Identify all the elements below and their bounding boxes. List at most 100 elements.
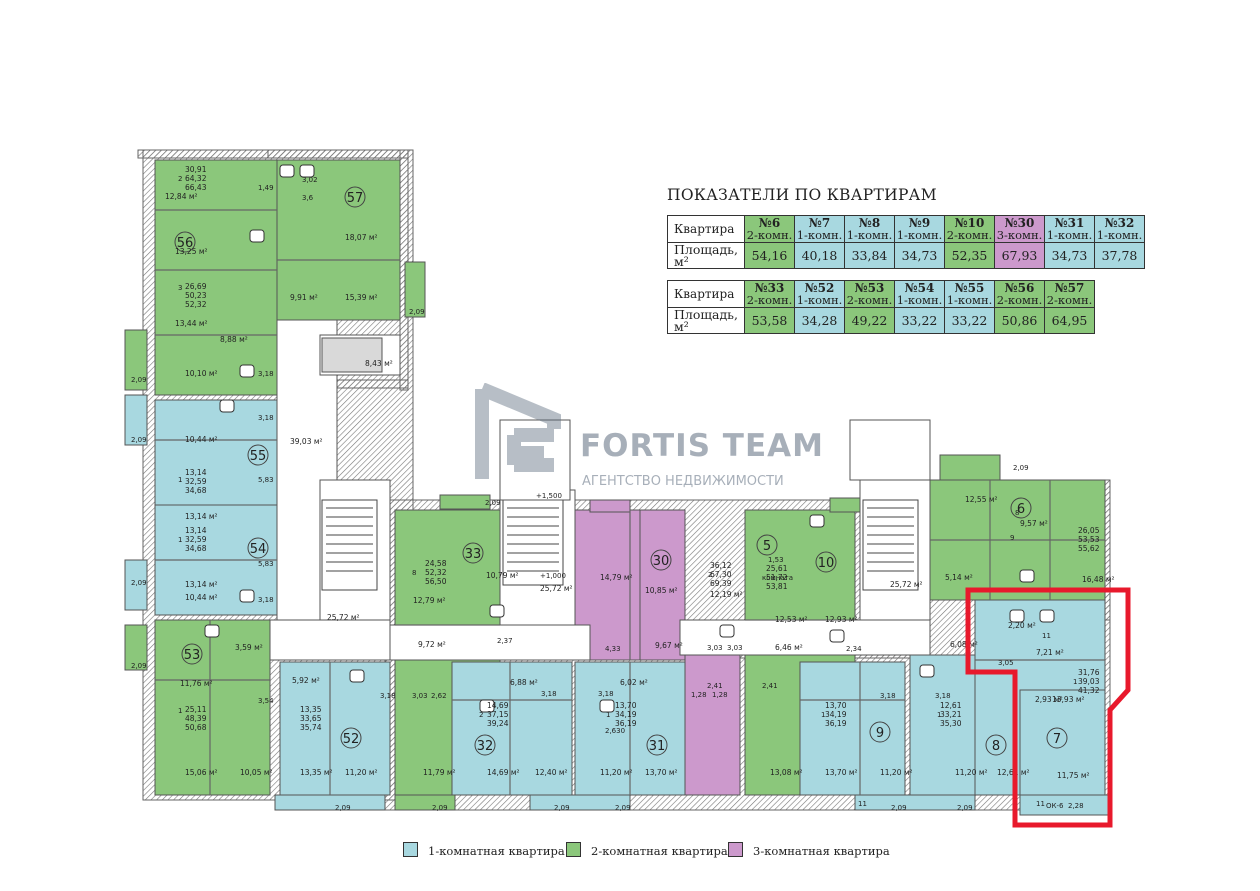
table-cell-area: 34,73 (1044, 242, 1095, 269)
table-cell-area: 33,22 (894, 307, 945, 334)
dimension-label: 11 (858, 800, 867, 808)
dimension-label: 1 (821, 711, 825, 719)
table-cell-area: 33,22 (944, 307, 995, 334)
room-area-label: 12,79 м² (413, 596, 446, 605)
dimension-label: 1 (1073, 678, 1077, 686)
apartment-zone (154, 334, 278, 396)
room-area-label: 12,93 м² (825, 615, 858, 624)
room-area-label: 13,25 м² (175, 247, 208, 256)
room-area-label: 25,72 м² (890, 580, 923, 589)
balcony (124, 624, 148, 671)
room-area-label: 3,59 м² (235, 643, 263, 652)
apartment-number: №7 (808, 216, 831, 230)
table-cell-area: 33,84 (844, 242, 895, 269)
room-area-label: 5,14 м² (945, 573, 973, 582)
room-area-label: 13,70 (615, 701, 637, 710)
room-area-label: 55,62 (1078, 544, 1100, 553)
dimension-label: 1 (937, 711, 941, 719)
table-cell-area: 67,93 (994, 242, 1045, 269)
room-area-label: 9,57 м² (1020, 519, 1048, 528)
room-area-label: 12,84 м² (165, 192, 198, 201)
storage-room (321, 337, 383, 373)
room-area-label: 11,76 м² (180, 679, 213, 688)
table-cell-area: 49,22 (844, 307, 895, 334)
room-count: 1-комн. (1046, 228, 1093, 242)
legend-swatch-two-room (566, 842, 581, 857)
room-area-label: 10,44 м² (185, 593, 218, 602)
legend-three-room: 3-комнатная квартира (728, 842, 890, 858)
table-header-area: Площадь, м² (667, 307, 745, 334)
room-count: 1-комн. (796, 293, 843, 307)
dimension-label: 2,62 (431, 692, 447, 700)
apartment-number-label: 30 (653, 554, 670, 569)
corridor (389, 624, 591, 661)
table-cell-area: 37,78 (1094, 242, 1145, 269)
apartment-number-label: 55 (250, 449, 267, 464)
room-area-label: 37,15 (487, 710, 509, 719)
balcony (854, 794, 976, 811)
dimension-label: 2,09 (554, 804, 570, 812)
room-area-label: 56,50 (425, 577, 447, 586)
room-count: 1-комн. (896, 293, 943, 307)
balcony (439, 494, 491, 510)
room-area-label: 9,91 м² (290, 293, 318, 302)
balcony (124, 394, 148, 446)
apartment-zone (639, 509, 686, 661)
dimension-label: 1,53 (768, 556, 784, 564)
room-count: 2-комн. (746, 293, 793, 307)
apartment-number-label: 52 (343, 732, 360, 747)
apartment-number-circle (815, 551, 837, 573)
apartment-number: №9 (908, 216, 931, 230)
legend-label: 3-комнатная квартира (753, 844, 890, 858)
room-area-label: 64,32 (185, 174, 207, 183)
dimension-label: 3,03 (707, 644, 723, 652)
dimension-label: 2,34 (846, 645, 862, 653)
room-area-label: 11,20 м² (880, 768, 913, 777)
dimension-label: 2,09 (335, 804, 351, 812)
sanitary-fixture-icon (919, 664, 935, 678)
balcony (124, 329, 148, 391)
dimension-label: 1 (606, 711, 610, 719)
sanitary-fixture-icon (719, 624, 735, 638)
room-area-label: 13,35 м² (300, 768, 333, 777)
legend-label: 2-комнатная квартира (591, 844, 728, 858)
room-count: 1-комн. (896, 228, 943, 242)
room-count: 1-комн. (846, 228, 893, 242)
room-area-label: 36,12 (710, 561, 732, 570)
dimension-label: 1 (178, 536, 182, 544)
dimension-label: 3,05 (998, 659, 1014, 667)
apartment-number-circle (462, 542, 484, 564)
sanitary-fixture-icon (299, 164, 315, 178)
apartment-number-circle (869, 721, 891, 743)
watermark-brand: FORTIS TEAM (580, 428, 824, 464)
dimension-label: 2,09 (131, 376, 147, 384)
dimension-label: 3,03 (412, 692, 428, 700)
apartment-number-label: 6 (1017, 502, 1025, 517)
room-area-label: 39,03 м² (290, 437, 323, 446)
apartment-zone (154, 619, 271, 796)
dimension-label: 3,18 (258, 596, 274, 604)
room-area-label: 41,32 (1078, 686, 1100, 695)
dimension-label: 2 (708, 571, 712, 579)
room-area-label: 13,70 м² (825, 768, 858, 777)
balcony (589, 499, 631, 513)
room-area-label: 13,14 м² (185, 512, 218, 521)
apartment-zone (154, 159, 278, 211)
room-count: 2-комн. (846, 293, 893, 307)
apartment-number-label: 5 (763, 539, 771, 554)
legend-swatch-three-room (728, 842, 743, 857)
dimension-label: +1,000 (540, 572, 566, 580)
room-area-label: 34,68 (185, 544, 207, 553)
sanitary-fixture-icon (829, 629, 845, 643)
room-area-label: 26,69 (185, 282, 207, 291)
room-area-label: 34,19 (825, 710, 847, 719)
room-area-label: 50,68 (185, 723, 207, 732)
room-count: 2-комн. (1046, 293, 1093, 307)
